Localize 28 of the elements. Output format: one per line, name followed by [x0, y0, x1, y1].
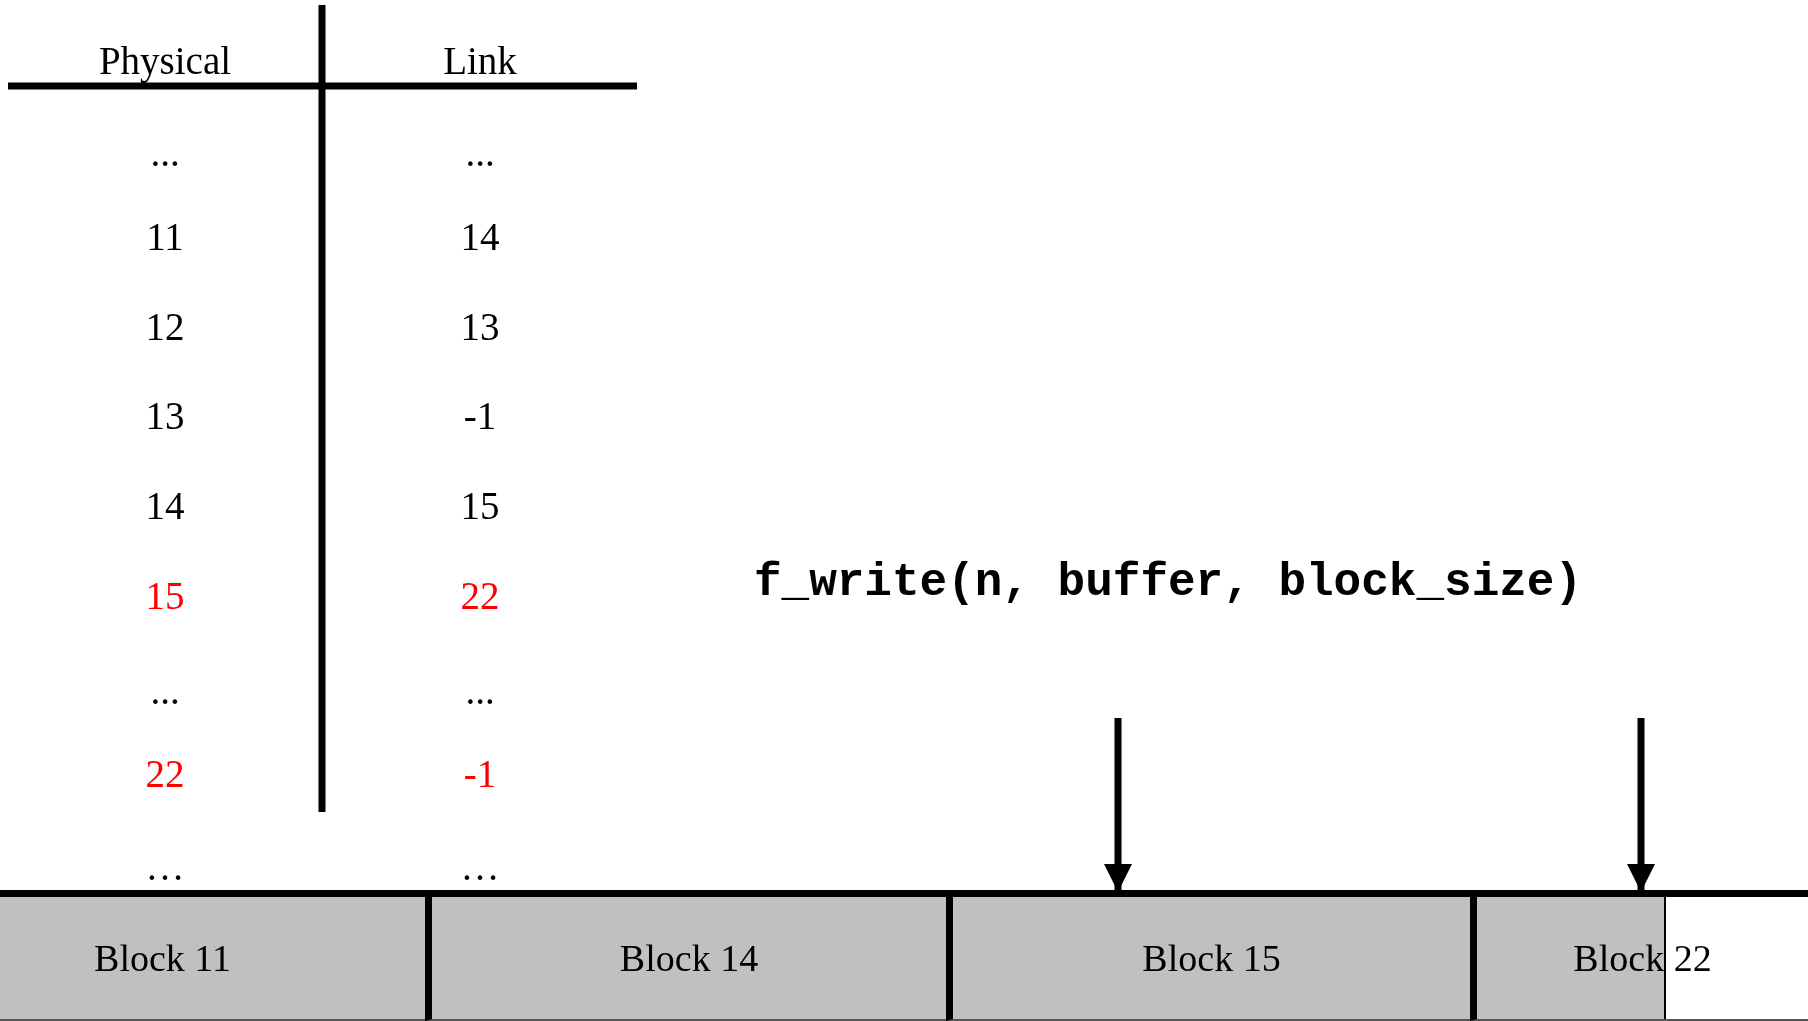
table-cell: 15 [460, 485, 500, 525]
storage-block [0, 897, 425, 1021]
table-cell: … [145, 846, 185, 886]
table-cell: 14 [460, 216, 500, 256]
storage-block [946, 897, 1470, 1021]
block-label: Block 22 [1573, 939, 1712, 977]
table-cell: 12 [145, 306, 185, 346]
block-label: Block 14 [619, 939, 759, 977]
table-cell: ... [465, 670, 495, 710]
storage-block [425, 897, 946, 1021]
block-label: Block 15 [1142, 939, 1281, 977]
table-cell: 22 [145, 753, 185, 793]
function-call: f_write(n, buffer, block_size) [753, 560, 1583, 606]
column-header: Link [443, 40, 517, 80]
table-cell: … [460, 846, 500, 886]
table-cell: ... [465, 132, 495, 172]
table-cell: 22 [460, 575, 500, 615]
table-cell: 13 [145, 395, 185, 435]
table-cell: ... [150, 670, 180, 710]
block-label: Block 11 [94, 939, 231, 977]
table-cell: 13 [460, 306, 500, 346]
table-cell: 14 [145, 485, 185, 525]
storage-block [1470, 897, 1808, 1021]
table-cell: 11 [146, 216, 184, 256]
table-cell: -1 [463, 395, 497, 435]
table-cell: -1 [463, 753, 497, 793]
table-cell: 15 [145, 575, 185, 615]
table-cell: ... [150, 132, 180, 172]
